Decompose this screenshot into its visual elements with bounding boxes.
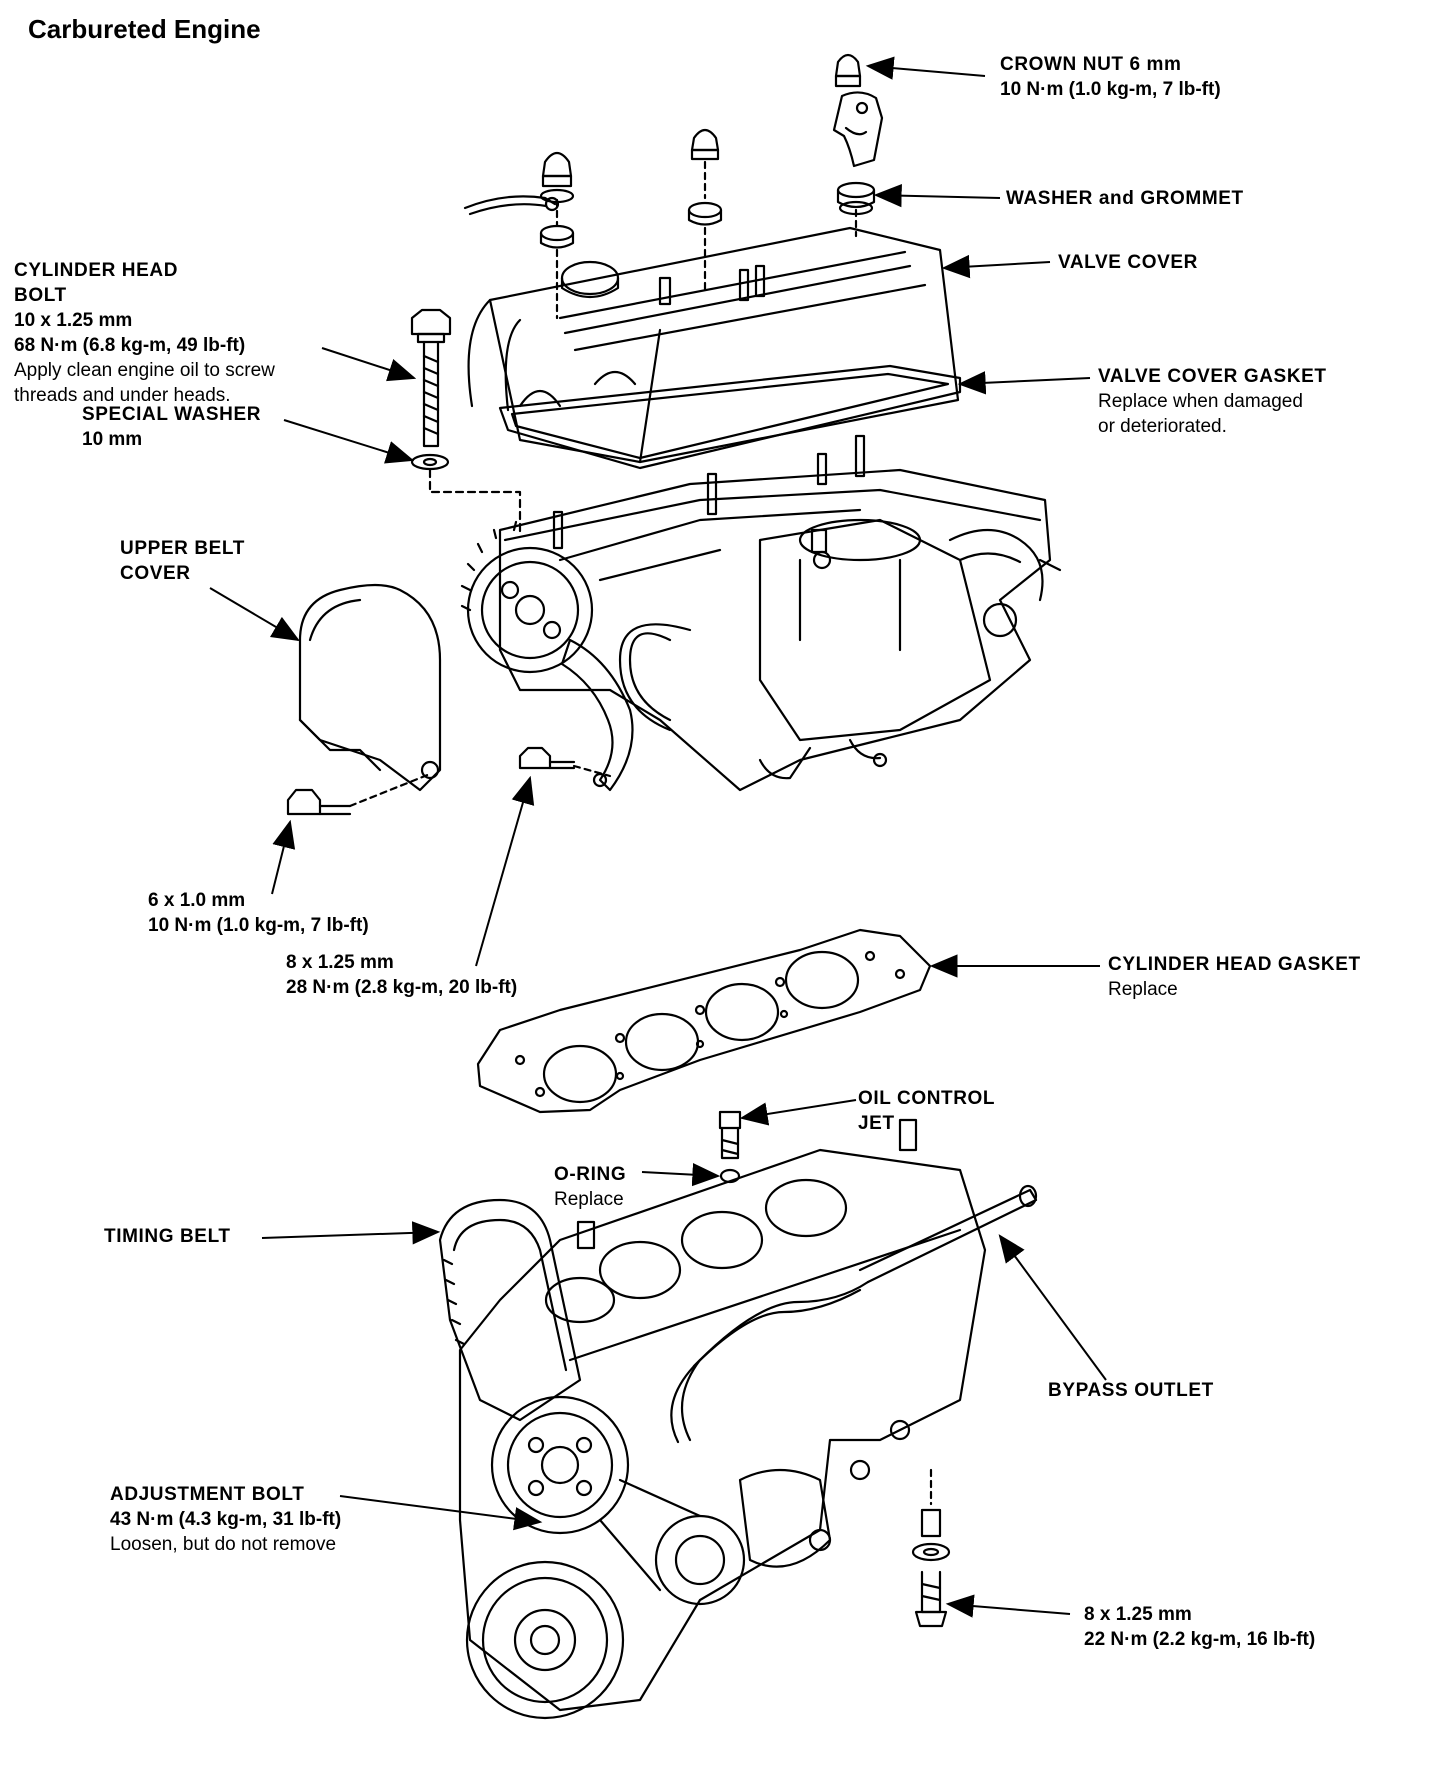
label-oil-control-jet: OIL CONTROL JET	[858, 1088, 996, 1134]
leader-o-ring	[641, 1163, 721, 1187]
crown-nut-left	[539, 151, 575, 320]
bolt-6x1	[286, 772, 432, 816]
washer-grommet-right	[836, 181, 876, 238]
cylinder-head-bolt	[410, 308, 452, 448]
cylinder-head	[460, 434, 1062, 792]
leader-bypass-outlet	[998, 1234, 1107, 1381]
label-special-washer: SPECIAL WASHER 10 mm	[82, 404, 262, 450]
label-cylinder-head-gasket: CYLINDER HEAD GASKET Replace	[1108, 954, 1361, 1000]
leader-bolt-8x125-upper	[475, 775, 535, 967]
label-crown-nut: CROWN NUT 6 mm 10 N·m (1.0 kg-m, 7 lb-ft…	[1000, 54, 1221, 100]
leader-special-washer	[283, 419, 415, 464]
label-bypass-outlet: BYPASS OUTLET	[1048, 1380, 1214, 1401]
leader-cylinder-head-bolt	[321, 347, 417, 382]
cylinder-head-gasket	[476, 928, 932, 1114]
label-valve-cover-gasket: VALVE COVER GASKET Replace when damaged …	[1098, 366, 1327, 437]
valve-cover-bracket	[832, 91, 884, 168]
leader-valve-cover	[941, 254, 1051, 279]
leader-timing-belt	[261, 1221, 441, 1245]
label-upper-belt-cover: UPPER BELT COVER	[120, 538, 245, 584]
leader-adjustment-bolt	[339, 1495, 543, 1531]
leader-oil-control-jet	[739, 1099, 857, 1126]
label-bolt-8x125-upper: 8 x 1.25 mm 28 N·m (2.8 kg-m, 20 lb-ft)	[286, 952, 518, 998]
cylinder-block	[438, 1118, 1038, 1720]
label-valve-cover: VALVE COVER	[1058, 252, 1198, 273]
leader-crown-nut	[865, 56, 986, 80]
label-o-ring: O-RING Replace	[554, 1164, 627, 1210]
oil-control-jet	[718, 1110, 742, 1184]
label-washer-grommet: WASHER and GROMMET	[1006, 188, 1244, 209]
leader-valve-cover-gasket	[957, 371, 1091, 395]
valve-cover-gasket	[498, 364, 962, 470]
bolt-8x125-lower	[911, 1468, 951, 1628]
bolt-8x125-upper	[518, 746, 612, 778]
crown-nut-right	[834, 53, 862, 88]
special-washer	[410, 453, 522, 538]
valve-cover	[467, 226, 960, 464]
label-bolt-6x1: 6 x 1.0 mm 10 N·m (1.0 kg-m, 7 lb-ft)	[148, 890, 369, 936]
ground-wire	[463, 195, 560, 216]
label-bolt-8x125-lower: 8 x 1.25 mm 22 N·m (2.2 kg-m, 16 lb-ft)	[1084, 1604, 1316, 1650]
crown-nut-middle	[687, 128, 723, 292]
leader-bolt-8x125-lower	[945, 1594, 1071, 1618]
leader-upper-belt-cover	[209, 587, 301, 642]
leader-bolt-6x1	[271, 819, 296, 895]
label-adjustment-bolt: ADJUSTMENT BOLT 43 N·m (4.3 kg-m, 31 lb-…	[110, 1484, 342, 1555]
label-cylinder-head-bolt: CYLINDER HEAD BOLT 10 x 1.25 mm 68 N·m (…	[14, 260, 275, 406]
upper-belt-cover	[298, 583, 442, 792]
page-title: Carbureted Engine	[28, 14, 261, 44]
label-timing-belt: TIMING BELT	[104, 1226, 231, 1247]
leader-washer-grommet	[873, 183, 1001, 208]
